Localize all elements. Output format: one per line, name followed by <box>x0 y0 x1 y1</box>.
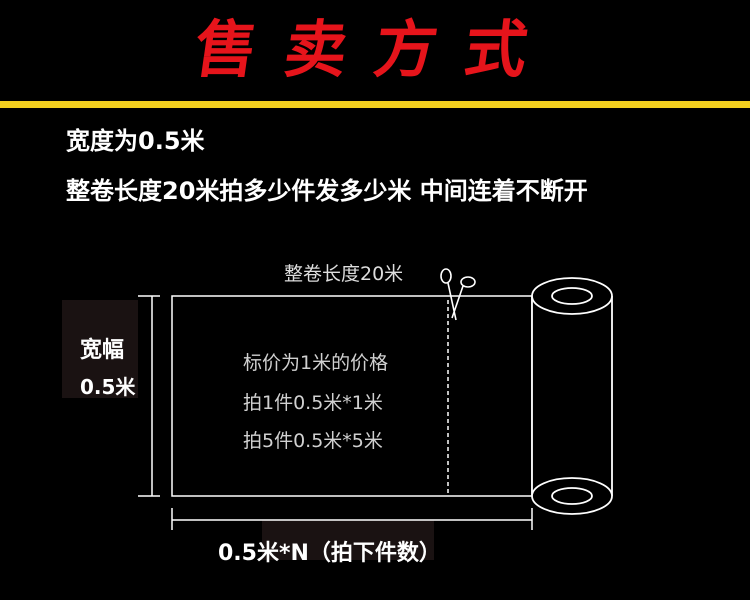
width-label-title: 宽幅 <box>80 338 125 363</box>
roll-description: 整卷长度20米拍多少件发多少米 中间连着不断开 <box>66 177 588 205</box>
roll-length-label: 整卷长度20米 <box>284 263 404 285</box>
price-note-2: 拍1件0.5米*1米 <box>243 392 383 414</box>
width-description: 宽度为0.5米 <box>66 127 205 155</box>
scissors-icon <box>440 268 476 321</box>
accent-divider <box>0 101 750 108</box>
width-label-value: 0.5米 <box>80 375 136 399</box>
bottom-label-panel <box>262 520 434 560</box>
length-formula-label: 0.5米*N（拍下件数） <box>218 541 441 566</box>
price-note-1: 标价为1米的价格 <box>243 352 389 374</box>
price-note-3: 拍5件0.5米*5米 <box>243 430 383 452</box>
width-label-panel <box>62 300 138 398</box>
roll-icon <box>531 277 613 515</box>
